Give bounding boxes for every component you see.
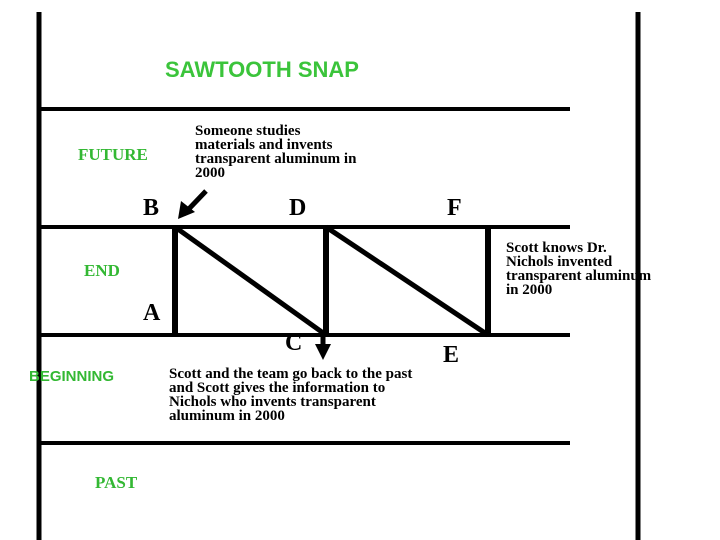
- zone-past-label: PAST: [95, 473, 138, 492]
- note-knows: Scott knows Dr. Nichols invented transpa…: [506, 240, 652, 298]
- point-c-label: C: [285, 330, 303, 356]
- note-go-back: Scott and the team go back to the past a…: [169, 366, 413, 424]
- point-b-label: B: [143, 195, 160, 221]
- point-a-label: A: [143, 300, 161, 326]
- arrow-to-b-head: [178, 201, 195, 219]
- note-invent: Someone studies materials and invents tr…: [195, 123, 357, 181]
- diagram-title: SAWTOOTH SNAP: [165, 57, 359, 82]
- zone-beginning-label: BEGINNING: [29, 368, 115, 385]
- point-e-label: E: [443, 342, 460, 368]
- segment-b-c: [173, 224, 328, 338]
- arrow-down-c-head: [315, 344, 331, 360]
- zone-end-label: END: [84, 261, 120, 280]
- segment-d-e: [324, 224, 490, 338]
- point-f-label: F: [447, 195, 462, 221]
- zone-future-label: FUTURE: [78, 145, 148, 164]
- point-d-label: D: [289, 195, 307, 221]
